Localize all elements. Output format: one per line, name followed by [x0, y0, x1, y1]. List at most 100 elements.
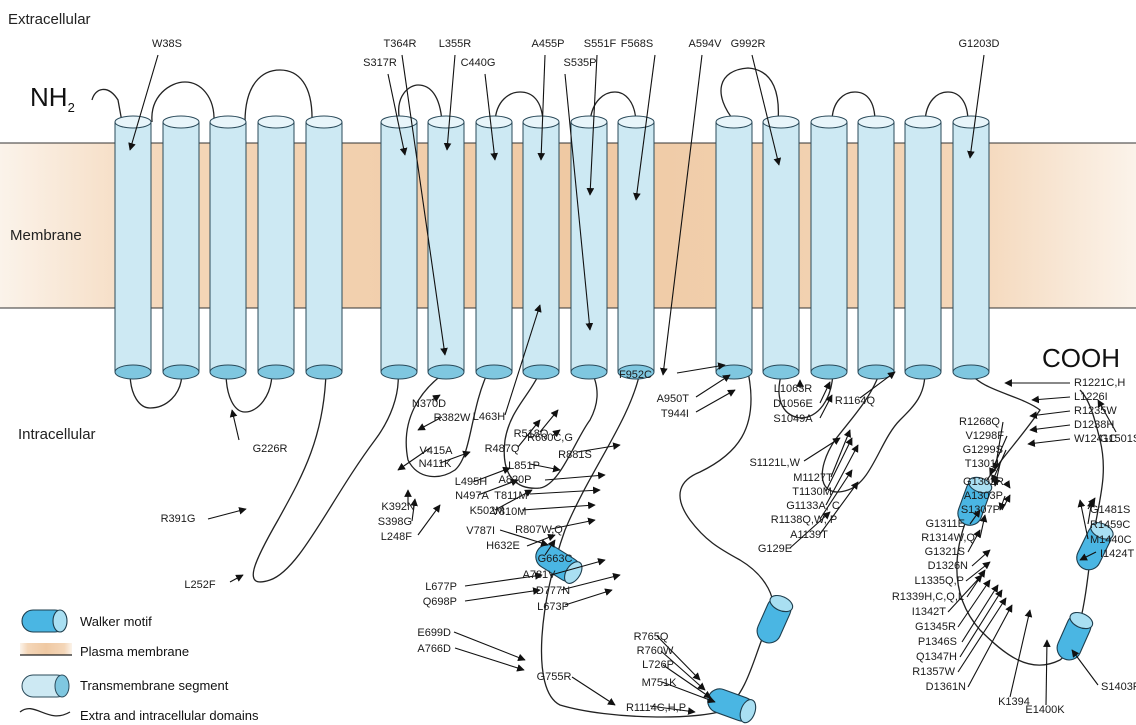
mutation-label: C440G [461, 57, 496, 69]
mutation-label: S535P [563, 57, 596, 69]
tm-segment [858, 116, 894, 379]
mutation-label: R1314W,Q [921, 532, 975, 544]
mutation-label: G1311E [925, 518, 965, 530]
tm-segment [716, 116, 752, 379]
mutation-label: R1114C,H,P [626, 702, 686, 714]
mutation-label: T1130M [792, 486, 832, 498]
mutation-label: G1299S [963, 444, 1003, 456]
mutation-label: R1339H,C,Q,L [892, 591, 964, 603]
legend-tm-label: Transmembrane segment [80, 678, 229, 693]
transmembrane-segments [115, 116, 989, 379]
mutation-label: L495H [455, 476, 487, 488]
mutation-arrow [454, 632, 525, 660]
mutation-label: R382W [434, 412, 471, 424]
mutation-label: L252F [184, 579, 215, 591]
c-terminus-label: COOH [1042, 343, 1120, 373]
mutation-arrow [1032, 397, 1070, 400]
mutation-label: G1321S [925, 546, 965, 558]
tm-segment [428, 116, 464, 379]
mutation-label: G1203D [959, 38, 1000, 50]
mutation-arrow [572, 677, 615, 705]
mutation-label: L1335Q,P [914, 575, 964, 587]
mutation-label: Q1347H [916, 651, 957, 663]
mutation-label: D1326N [928, 560, 968, 572]
mutation-label: N497A [455, 490, 489, 502]
mutation-arrow [527, 535, 555, 546]
mutation-label: T364R [383, 38, 416, 50]
mutation-label: Q698P [423, 596, 457, 608]
walker-motif-cylinder [753, 592, 795, 647]
mutation-arrow [418, 505, 440, 535]
n-terminus-label: NH2 [30, 82, 75, 115]
mutation-label: A820P [498, 474, 531, 486]
mutation-arrow [545, 475, 605, 480]
mutation-arrow [1030, 411, 1070, 416]
mutation-label: K392N [381, 501, 415, 513]
mutation-label: M1440C [1090, 534, 1132, 546]
mutation-arrow [455, 648, 524, 670]
mutation-label: R881S [558, 449, 592, 461]
mutation-label: T944I [661, 408, 689, 420]
mutation-label: V415A [419, 445, 453, 457]
mutation-label: S1307P [961, 504, 1000, 516]
mutation-label: L1063R [774, 383, 813, 395]
mutation-label: R1164Q [835, 395, 876, 407]
mutation-label: F952C [619, 369, 652, 381]
mutation-label: T811M [494, 490, 527, 502]
mutation-arrow [522, 505, 595, 510]
walker-motif-cylinder [1053, 609, 1095, 664]
mutation-arrow [831, 430, 850, 477]
mutation-label: D777N [536, 585, 570, 597]
walker-motif-cylinder [704, 686, 758, 725]
mutation-label: R487Q [485, 443, 520, 455]
mutation-arrow [1028, 439, 1070, 444]
mutation-label: S551F [584, 38, 617, 50]
mutation-label: E699D [417, 627, 451, 639]
mutation-label: L1226I [1074, 391, 1108, 403]
tm-segment [258, 116, 294, 379]
mutation-label: H632E [486, 540, 520, 552]
mutation-label: V787I [466, 525, 495, 537]
tm-segment [763, 116, 799, 379]
tm-segment [571, 116, 607, 379]
mutation-arrow [1072, 650, 1098, 685]
mutation-label: G129E [758, 543, 792, 555]
mutation-label: R600C,G [527, 432, 573, 444]
mutation-label: G1345R [915, 621, 956, 633]
mutation-label: D1361N [926, 681, 966, 693]
mutation-label: R1268Q [959, 416, 1000, 428]
mutation-label: R1459C [1090, 519, 1130, 531]
mutation-label: G1302R [963, 476, 1004, 488]
mutation-label: A950T [657, 393, 690, 405]
mutation-label: T1301I [965, 458, 999, 470]
legend-walker-icon [22, 610, 67, 632]
mutation-label: L677P [425, 581, 457, 593]
tm-segment [953, 116, 989, 379]
legend-tm-icon [22, 675, 69, 697]
mutation-label: R391G [161, 513, 196, 525]
mutation-label: G1501S [1100, 433, 1136, 445]
mutation-label: A594V [688, 38, 722, 50]
legend-membrane-label: Plasma membrane [80, 644, 189, 659]
mutation-label: V1298F [965, 430, 1004, 442]
mutation-arrow [1030, 425, 1070, 430]
mutation-label: L355R [439, 38, 471, 50]
mutation-label: F568S [621, 38, 653, 50]
mutation-arrow [1080, 500, 1088, 539]
mutation-label: L248F [381, 531, 412, 543]
mutation-label: R1357W [912, 666, 955, 678]
mutation-arrow [804, 438, 840, 461]
mutation-label: M1127T [793, 472, 833, 484]
mutation-label: R760W [637, 645, 674, 657]
mutation-label: L673P [537, 601, 569, 613]
mutation-arrow [232, 410, 239, 440]
mutation-label: A766D [417, 643, 451, 655]
mutation-label: D1238H [1074, 419, 1114, 431]
tm-segment [306, 116, 342, 379]
mutation-label: R765Q [634, 631, 669, 643]
mutation-label: L463H [473, 411, 505, 423]
legend-walker-label: Walker motif [80, 614, 152, 629]
mutation-label: S398G [378, 516, 412, 528]
tm-segment [115, 116, 151, 379]
